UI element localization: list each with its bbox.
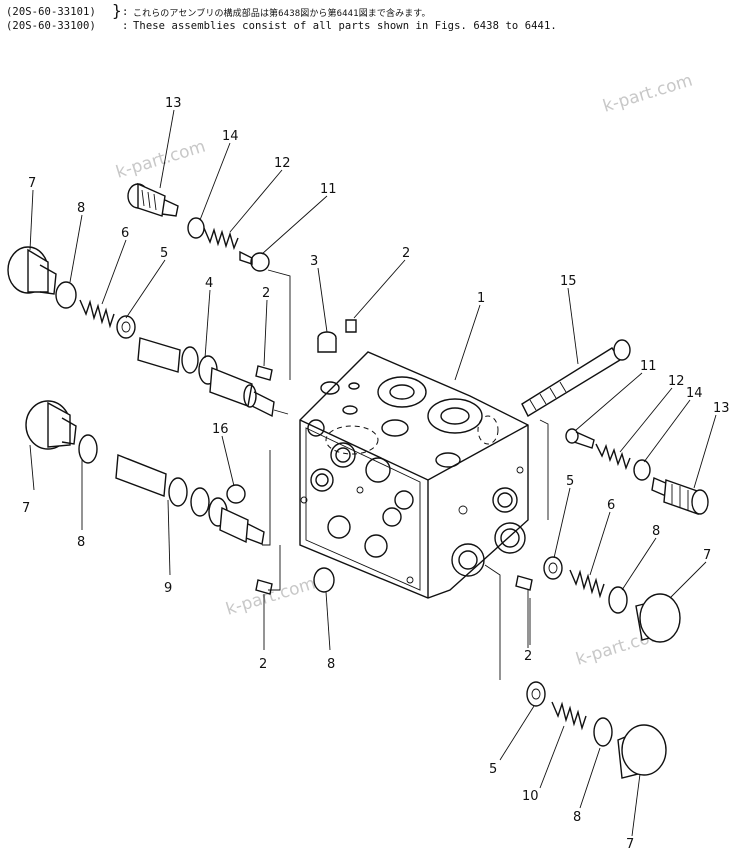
o-ring-8-middle-left (78, 434, 98, 464)
callout-8-lower-center: 8 (327, 657, 335, 672)
bolt-15 (521, 339, 631, 417)
leader-lines (29, 109, 717, 837)
o-ring-8-upper-left (55, 281, 77, 309)
o-ring-8-lower-center (313, 567, 335, 593)
callout-2-lower-left: 2 (259, 657, 267, 672)
callout-8-middle: 8 (77, 535, 85, 550)
callout-11-right: 11 (640, 359, 657, 374)
header-colon-2: : (122, 20, 129, 32)
callout-12-right: 12 (668, 374, 685, 389)
plug-2-top (345, 319, 357, 333)
callout-2-upper-left: 2 (262, 286, 270, 301)
o-ring-8-right (608, 586, 628, 614)
plug-3 (317, 331, 337, 353)
callout-5-lower: 5 (489, 762, 497, 777)
plug-7-middle-left (25, 400, 77, 450)
callout-10: 10 (522, 789, 539, 804)
poppet-11-right (565, 428, 595, 449)
header-note-english: These assemblies consist of all parts sh… (133, 20, 557, 32)
o-ring-16 (226, 484, 246, 504)
header-note-japanese: これらのアセンブリの構成部品は第6438図から第6441図まで含みます。 (133, 9, 431, 19)
header-bracket: } (112, 1, 122, 20)
watermark-3: k-part.com (224, 574, 318, 620)
spool-4 (137, 337, 275, 418)
valve-body (299, 351, 529, 599)
callout-6-upper: 6 (121, 226, 129, 241)
callout-8-upper: 8 (77, 201, 85, 216)
spring-6-right (569, 569, 605, 599)
spring-10 (551, 701, 587, 731)
watermark-1: k-part.com (601, 71, 695, 117)
poppet-11-left (239, 250, 270, 272)
callout-5-upper: 5 (160, 246, 168, 261)
callout-11-upper: 11 (320, 182, 337, 197)
header: (20S-60-33101) (20S-60-33100) } : : これらの… (0, 0, 736, 40)
retainer-5-upper-left (116, 315, 136, 339)
watermark-2: k-part.com (114, 137, 208, 183)
spool-9 (115, 454, 265, 545)
assembly-center-lines (262, 269, 549, 680)
relief-cartridge-13-left (127, 182, 179, 217)
callout-4: 4 (205, 276, 213, 291)
callout-12-upper: 12 (274, 156, 291, 171)
plug-7-right (635, 593, 681, 643)
relief-cartridge-13-right (651, 477, 709, 515)
callout-8-right: 8 (652, 524, 660, 539)
plug-2-lower-left (255, 579, 273, 595)
callout-7-right: 7 (703, 548, 711, 563)
callout-3: 3 (310, 254, 318, 269)
callout-2-right: 2 (524, 649, 532, 664)
plug-2-upper (255, 365, 273, 381)
callout-7-lower-right: 7 (626, 837, 634, 850)
callout-15: 15 (560, 274, 577, 289)
callout-1: 1 (477, 291, 485, 306)
o-ring-8-lower-right (593, 717, 613, 747)
assembly-code-1: (20S-60-33101) (6, 6, 96, 18)
spring-12-right (595, 443, 631, 471)
plug-7-lower-right (617, 724, 667, 779)
callout-5-right: 5 (566, 474, 574, 489)
callout-numbers: 13 14 12 11 7 8 6 5 4 3 2 2 1 15 16 7 8 … (22, 96, 730, 850)
callout-14-right: 14 (686, 386, 703, 401)
spring-6-upper-left (79, 299, 115, 329)
callout-16: 16 (212, 422, 229, 437)
callout-8-lower-right: 8 (573, 810, 581, 825)
callout-6-right: 6 (607, 498, 615, 513)
retainer-5-lower (526, 681, 546, 707)
callout-9: 9 (164, 581, 172, 596)
assembly-code-2: (20S-60-33100) (6, 20, 96, 32)
callout-13-right: 13 (713, 401, 730, 416)
spring-12-left (203, 227, 239, 251)
callout-2-top: 2 (402, 246, 410, 261)
plug-7-upper-left (7, 246, 57, 295)
callout-7-upper: 7 (28, 176, 36, 191)
header-colon-1: : (122, 6, 129, 18)
callout-7-middle: 7 (22, 501, 30, 516)
o-ring-14-right (633, 459, 651, 481)
callout-13-upper: 13 (165, 96, 182, 111)
callout-14-upper: 14 (222, 129, 239, 144)
plug-2-right (515, 575, 533, 591)
retainer-5-right (543, 556, 563, 580)
o-ring-14-left (187, 217, 205, 239)
